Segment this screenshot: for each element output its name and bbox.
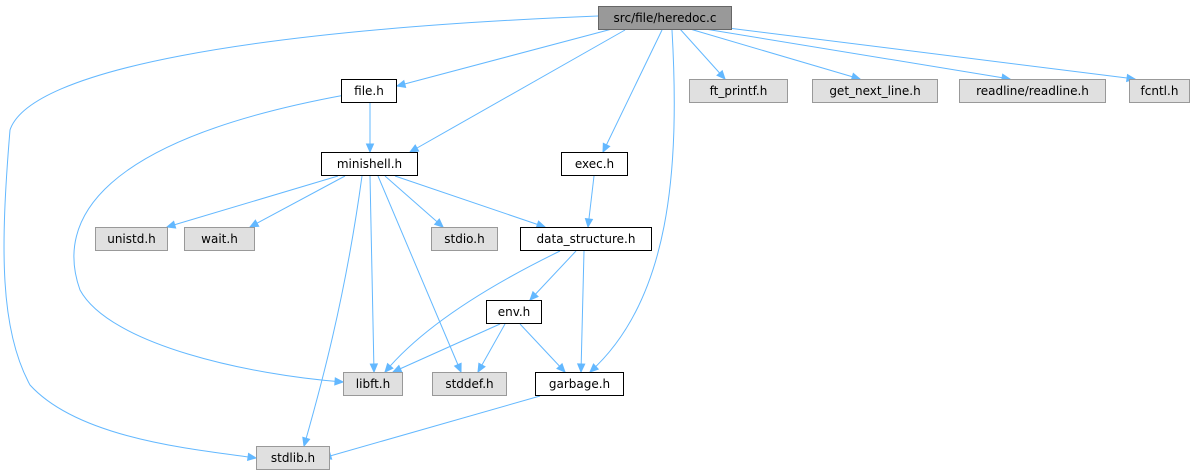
edge-arrowhead: [453, 362, 462, 374]
edge-arrowhead: [716, 69, 726, 80]
edge-arrowhead: [246, 452, 258, 462]
edge-line: [587, 175, 595, 228]
edge-arrowhead: [302, 436, 311, 448]
edge-line: [73, 94, 346, 383]
edge-arrowhead: [369, 363, 379, 374]
edge-line: [384, 250, 561, 373]
edge-line: [3, 15, 599, 459]
edge-arrowhead: [365, 143, 375, 154]
edge-minishell-to-wait: [248, 175, 346, 228]
edge-arrowhead: [334, 377, 345, 386]
edge-exec-to-data_structure: [584, 175, 595, 229]
node-fcntl-h[interactable]: fcntl.h: [1129, 79, 1190, 103]
edge-heredoc-to-fcntl: [719, 26, 1137, 83]
edge-arrowhead: [584, 218, 594, 229]
edge-file_h-to-libft: [73, 94, 346, 386]
node-stddef-h[interactable]: stddef.h: [432, 372, 507, 396]
edge-minishell-to-unistd: [165, 175, 339, 229]
edge-heredoc-to-readline: [704, 28, 1012, 82]
edge-data_structure-to-env: [529, 250, 577, 301]
edge-line: [322, 395, 541, 459]
edge-data_structure-to-garbage: [576, 250, 586, 374]
edge-heredoc-to-ft_printf: [679, 28, 726, 80]
edge-minishell-to-stddef: [377, 175, 462, 374]
edge-arrowhead: [248, 219, 260, 228]
edge-line: [589, 29, 675, 373]
edge-arrowhead: [384, 362, 394, 373]
edge-line: [166, 175, 339, 228]
edge-arrowhead: [589, 363, 600, 373]
edge-heredoc-to-gnl: [689, 28, 862, 81]
edge-arrowhead: [477, 362, 486, 374]
edge-line: [409, 29, 626, 153]
edge-line: [303, 175, 363, 447]
edge-line: [377, 175, 462, 373]
edge-line: [392, 323, 501, 373]
node-wait-h[interactable]: wait.h: [184, 227, 255, 251]
edge-arrowhead: [391, 364, 403, 373]
node-libft-h[interactable]: libft.h: [343, 372, 403, 396]
edge-arrowhead: [395, 79, 407, 88]
edge-heredoc-to-exec: [602, 29, 663, 154]
node-minishell-h[interactable]: minishell.h: [321, 152, 418, 176]
edge-line: [396, 28, 613, 87]
edge-data_structure-to-libft: [384, 250, 561, 373]
node-stdio-h[interactable]: stdio.h: [431, 227, 498, 251]
edge-arrowhead: [408, 144, 420, 153]
edge-arrowhead: [576, 363, 586, 374]
edge-minishell-to-stdlib: [302, 175, 363, 448]
edge-arrowhead: [165, 220, 177, 229]
edge-minishell-to-data_structure: [394, 175, 547, 229]
node-heredoc-c[interactable]: src/file/heredoc.c: [598, 6, 732, 30]
edge-line: [249, 175, 346, 228]
node-garbage-h[interactable]: garbage.h: [535, 372, 624, 396]
edge-arrowhead: [556, 362, 566, 373]
edge-arrowhead: [529, 290, 539, 301]
edge-line: [580, 250, 585, 373]
node-file-h[interactable]: file.h: [341, 79, 397, 103]
edge-env-to-garbage: [519, 323, 566, 373]
edge-arrowhead: [433, 218, 444, 228]
edge-file_h-to-minishell: [365, 103, 375, 154]
edge-line: [689, 28, 861, 80]
edge-arrowhead: [602, 142, 611, 154]
edge-line: [719, 26, 1136, 80]
node-unistd-h[interactable]: unistd.h: [95, 227, 168, 251]
node-data-structure-h[interactable]: data_structure.h: [520, 227, 652, 251]
node-readline-h[interactable]: readline/readline.h: [959, 79, 1106, 103]
node-ft-printf-h[interactable]: ft_printf.h: [689, 79, 788, 103]
edge-garbage-to-stdlib: [321, 395, 541, 460]
edge-line: [519, 323, 566, 373]
node-get-next-line-h[interactable]: get_next_line.h: [812, 79, 938, 103]
edge-line: [529, 250, 577, 301]
node-stdlib-h[interactable]: stdlib.h: [256, 446, 330, 470]
edge-heredoc-to-minishell: [408, 29, 626, 153]
edge-line: [704, 28, 1011, 80]
edge-line: [477, 323, 506, 373]
edge-line: [602, 29, 663, 153]
edge-heredoc-to-stdlib: [3, 15, 599, 462]
edge-heredoc-to-garbage: [589, 29, 675, 373]
edge-env-to-stddef: [477, 323, 506, 374]
edge-line: [679, 28, 726, 80]
edge-line: [369, 175, 375, 373]
node-env-h[interactable]: env.h: [486, 300, 542, 324]
node-exec-h[interactable]: exec.h: [561, 152, 628, 176]
edge-heredoc-to-file_h: [395, 28, 613, 88]
edge-minishell-to-libft: [369, 175, 379, 374]
edge-line: [384, 175, 444, 228]
edge-minishell-to-stdio: [384, 175, 444, 228]
edge-line: [394, 175, 546, 228]
edge-env-to-libft: [391, 323, 501, 373]
